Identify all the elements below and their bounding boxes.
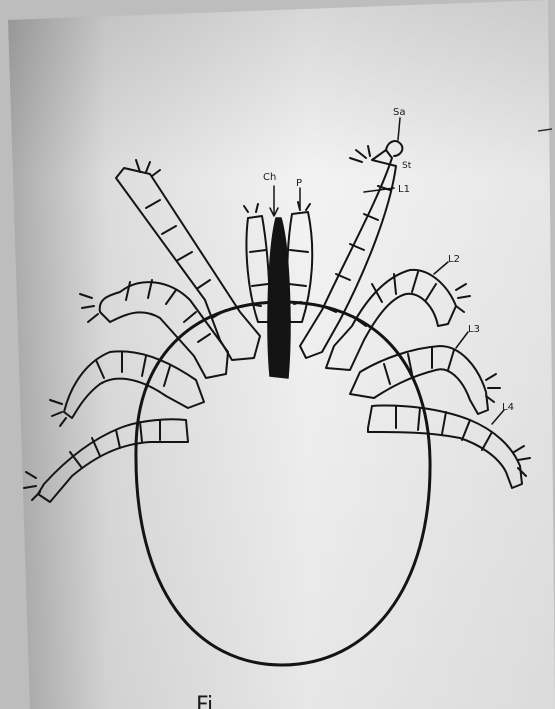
label-p: P [296, 178, 302, 189]
label-l1: L1 [398, 184, 410, 195]
label-sa: Sa [393, 107, 405, 118]
label-l3: L3 [468, 324, 480, 335]
label-l2: L2 [448, 254, 460, 265]
label-st: St [402, 161, 412, 171]
caption-fragment: Fi [196, 693, 213, 709]
label-l4: L4 [502, 402, 514, 413]
label-ch: Ch [263, 172, 276, 183]
